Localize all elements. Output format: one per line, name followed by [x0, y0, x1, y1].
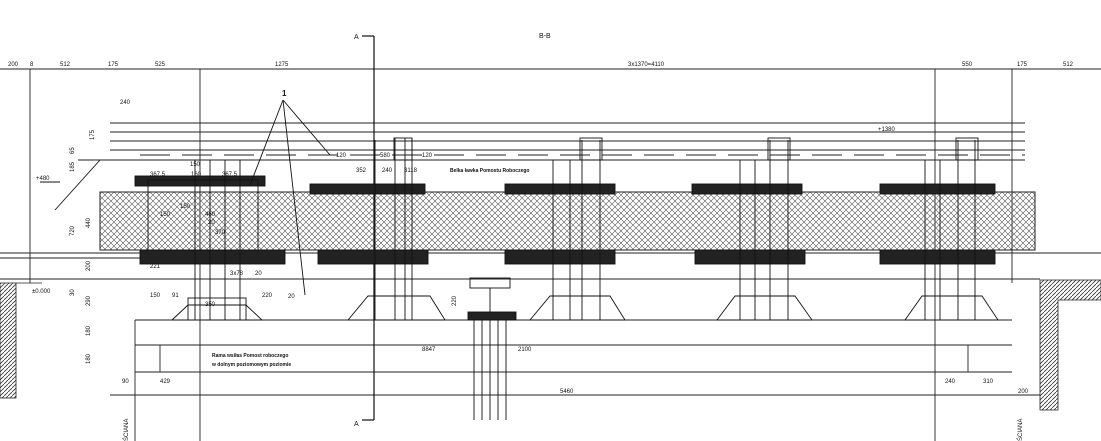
bottom-dimensions: 90 429 5460 240 310 200 — [122, 379, 1029, 395]
side-label-left: ŚCIANA — [122, 419, 130, 441]
top-dimensions: 200 8 512 175 525 1275 3x1370=4110 550 1… — [8, 62, 1074, 68]
section-line — [362, 35, 375, 421]
dim-left: 200 — [86, 260, 92, 271]
dim-detail: 150 — [160, 212, 171, 218]
title: B-B — [539, 33, 551, 40]
level-top: +1380 — [878, 127, 896, 133]
dim-left: 180 — [86, 325, 92, 336]
dim-top: 1275 — [275, 62, 289, 68]
dim-detail: 120 — [422, 153, 433, 159]
dim-bottom: 240 — [945, 379, 956, 385]
dim-top: 8 — [30, 62, 34, 68]
dim-left: 65 — [70, 147, 76, 154]
side-label-right: ŚCIANA — [1016, 419, 1024, 441]
dim-top: 175 — [1017, 62, 1028, 68]
left-wall — [0, 282, 42, 399]
note-foundation-2: w dolnym poziomowym poziomie — [211, 362, 291, 368]
dim-left: 30 — [70, 289, 76, 296]
note-foundation-1: Rama wsiłas Pomost roboczego — [212, 353, 288, 359]
title-group: B-B A A — [354, 33, 551, 428]
dim-left: 290 — [86, 295, 92, 306]
dim-detail: 150 — [180, 204, 191, 210]
dim-bottom: 429 — [160, 379, 171, 385]
dim-bottom: 200 — [1018, 389, 1029, 395]
dim-detail: 580 — [380, 153, 391, 159]
bearing-units — [40, 99, 999, 420]
dim-detail: 350 — [205, 302, 216, 308]
dim-left: 440 — [86, 217, 92, 228]
dim-detail: 20 — [208, 220, 215, 226]
dim-left: 175 — [90, 129, 96, 140]
dim-top: 512 — [60, 62, 71, 68]
dim-detail: 150 — [190, 162, 201, 168]
dim-detail: 367.5 — [222, 172, 238, 178]
note-slab: Belka ławka Pomostu Roboczego — [450, 168, 529, 174]
dim-detail: 160 — [191, 172, 202, 178]
section-mark-top: A — [354, 34, 359, 41]
section-mark-bottom: A — [354, 421, 359, 428]
right-wall — [1039, 279, 1101, 411]
side-labels: ŚCIANA ŚCIANA — [122, 419, 1024, 441]
notes: Belka ławka Pomostu Roboczego Rama wsiła… — [211, 168, 529, 368]
level-upper: +480 — [36, 176, 50, 182]
dim-bottom: 310 — [983, 379, 994, 385]
dim-detail: 221 — [150, 264, 161, 270]
dim-detail: 20 — [255, 271, 262, 277]
dim-detail: 91 — [172, 293, 179, 299]
detail-dimensions: 240 150 367.5 160 367.5 120 580 120 352 … — [120, 89, 532, 353]
dim-top: 200 — [8, 62, 19, 68]
dim-detail: 240 — [120, 100, 131, 106]
dim-top: 525 — [155, 62, 166, 68]
dim-detail: 8847 — [422, 347, 436, 353]
dim-detail: 3118 — [404, 168, 418, 174]
dim-detail: 460 — [205, 212, 216, 218]
dim-detail: 150 — [150, 293, 161, 299]
dim-top: 3x1370=4110 — [628, 62, 665, 68]
dim-left: 180 — [86, 353, 92, 364]
dim-detail: 220 — [452, 295, 458, 306]
dim-detail: 220 — [262, 293, 273, 299]
dim-detail: 3x78 — [230, 271, 244, 277]
dim-top: 175 — [108, 62, 119, 68]
dim-detail: 120 — [336, 153, 347, 159]
dim-detail: 240 — [382, 168, 393, 174]
dim-bottom: 90 — [122, 379, 129, 385]
dim-top: 550 — [962, 62, 973, 68]
dim-bottom: 5460 — [560, 389, 574, 395]
dim-left: 720 — [70, 225, 76, 236]
dim-detail: 367.5 — [150, 172, 166, 178]
dim-top: 512 — [1063, 62, 1074, 68]
dim-detail: 1 — [282, 89, 287, 98]
dim-detail: 352 — [356, 168, 367, 174]
dim-detail: 370 — [215, 230, 226, 236]
left-dimensions: 175 185 65 440 720 200 30 290 180 180 — [70, 129, 96, 364]
dim-detail: 20 — [288, 294, 295, 300]
dim-detail: 2100 — [518, 347, 532, 353]
level-marks: +1380 +480 ±0.000 — [32, 127, 896, 295]
dim-left: 185 — [70, 161, 76, 172]
level-lower: ±0.000 — [32, 289, 51, 295]
